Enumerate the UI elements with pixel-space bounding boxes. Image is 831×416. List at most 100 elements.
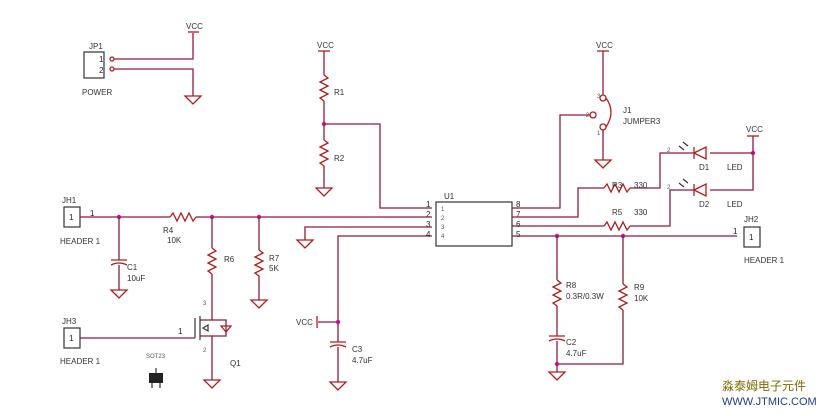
u1-body bbox=[435, 201, 513, 247]
u1-pin2: 2 bbox=[426, 210, 431, 219]
r9-label: R9 bbox=[634, 283, 645, 292]
u1-inner-pin1: 1 bbox=[441, 207, 445, 213]
r4-label: R4 bbox=[163, 226, 174, 235]
power-label: POWER bbox=[82, 88, 112, 97]
vcc-label-r1: VCC bbox=[317, 41, 334, 50]
u1-pin4: 4 bbox=[426, 230, 431, 239]
sot23-label: SOT23 bbox=[146, 354, 166, 360]
vcc-label-j1: VCC bbox=[596, 41, 613, 50]
jh2-label: JH2 bbox=[744, 215, 759, 224]
j1-jumper: 3 2 1 J1 JUMPER3 bbox=[586, 94, 661, 137]
vcc-symbol-jp1: VCC bbox=[186, 22, 203, 33]
r8-value: 0.3R/0.3W bbox=[566, 292, 604, 301]
r5-value: 330 bbox=[634, 208, 648, 217]
r3-label: R3 bbox=[612, 181, 623, 190]
d2-pin2: 2 bbox=[667, 185, 671, 191]
u1-pin8: 8 bbox=[516, 200, 521, 209]
r7-label: R7 bbox=[269, 254, 280, 263]
r1-label: R1 bbox=[334, 88, 345, 97]
c1-value: 10uF bbox=[127, 274, 145, 283]
c2-label: C2 bbox=[566, 338, 577, 347]
r7-resistor bbox=[253, 249, 265, 277]
jh3-label: JH3 bbox=[62, 317, 77, 326]
sot23-footprint: SOT23 bbox=[146, 354, 166, 388]
watermark-url: WWW.JTMIC.COM bbox=[722, 396, 817, 408]
u1-inner-pin3: 3 bbox=[441, 225, 445, 231]
ground-symbol-r7 bbox=[249, 299, 269, 309]
jh2-header-label: HEADER 1 bbox=[744, 256, 785, 265]
vcc-label-jp1: VCC bbox=[186, 22, 203, 31]
u1-pin6: 6 bbox=[516, 220, 521, 229]
j1-pin2: 2 bbox=[586, 113, 590, 119]
ground-symbol-jp1 bbox=[183, 95, 203, 105]
r2-resistor bbox=[318, 139, 330, 167]
c3-value: 4.7uF bbox=[352, 356, 373, 365]
vcc-label-c3: VCC bbox=[296, 318, 313, 327]
r4-resistor bbox=[169, 211, 197, 223]
vcc-symbol-r1: VCC bbox=[317, 41, 334, 52]
r8-label: R8 bbox=[566, 281, 577, 290]
jh2-pin: 1 bbox=[733, 227, 738, 236]
r5-resistor bbox=[603, 220, 631, 232]
jh3-header-label: HEADER 1 bbox=[60, 357, 101, 366]
j1-pin1: 1 bbox=[597, 131, 601, 137]
sot23-body bbox=[149, 373, 163, 383]
u1-pin1: 1 bbox=[426, 200, 431, 209]
jumper3-label: JUMPER3 bbox=[623, 117, 661, 126]
d1-led: 2 D1 LED bbox=[667, 141, 743, 172]
ground-symbol-c3 bbox=[328, 381, 348, 391]
jh1-label: JH1 bbox=[62, 196, 77, 205]
r8-resistor bbox=[551, 279, 563, 307]
q1-pin2: 2 bbox=[203, 348, 207, 354]
jh1-pin: 1 bbox=[90, 209, 95, 218]
jh1-header-label: HEADER 1 bbox=[60, 237, 101, 246]
d2-label: D2 bbox=[699, 200, 710, 209]
jh2-body bbox=[743, 226, 761, 248]
q1-mosfet: 3 2 Q1 bbox=[194, 301, 241, 380]
d1-label: D1 bbox=[699, 163, 710, 172]
c3-capacitor bbox=[329, 341, 347, 348]
u1-ic: U1 1 2 3 4 1 2 3 4 8 7 6 5 bbox=[426, 192, 521, 247]
d2-led: 2 D2 LED bbox=[667, 178, 743, 209]
vcc-symbol-led: VCC bbox=[746, 125, 763, 137]
jh1-header: JH1 1 1 HEADER 1 bbox=[60, 196, 101, 246]
d1-pin2: 2 bbox=[667, 148, 671, 154]
jh2-header: JH2 1 1 HEADER 1 bbox=[733, 215, 785, 265]
jp1-power-connector: 1 2 JP1 POWER bbox=[82, 33, 194, 97]
u1-inner-pin2: 2 bbox=[441, 216, 445, 222]
r5-label: R5 bbox=[612, 208, 623, 217]
r3-resistor bbox=[603, 182, 631, 194]
r9-value: 10K bbox=[634, 294, 649, 303]
r2-label: R2 bbox=[334, 154, 345, 163]
u1-label: U1 bbox=[444, 192, 455, 201]
r1-resistor bbox=[318, 74, 330, 102]
ground-symbol-c2 bbox=[547, 371, 567, 381]
r4-value: 10K bbox=[167, 236, 182, 245]
ground-symbol-j1 bbox=[593, 159, 613, 169]
jh1-inner-pin: 1 bbox=[69, 213, 74, 222]
d2-led-label: LED bbox=[727, 200, 743, 209]
jh3-pin: 1 bbox=[178, 327, 183, 336]
c1-capacitor bbox=[110, 259, 128, 266]
jp1-pin2-label: 2 bbox=[99, 66, 104, 75]
u1-inner-pin4: 4 bbox=[441, 234, 445, 240]
d1-led-label: LED bbox=[727, 163, 743, 172]
jp1-label: JP1 bbox=[89, 42, 103, 51]
q1-label: Q1 bbox=[230, 359, 241, 368]
r6-label: R6 bbox=[224, 255, 235, 264]
r6-resistor bbox=[206, 247, 218, 275]
ground-symbol-q1 bbox=[202, 379, 222, 389]
r7-value: 5K bbox=[269, 264, 279, 273]
jh2-inner-pin: 1 bbox=[749, 233, 754, 242]
ground-symbol-c1 bbox=[109, 289, 129, 299]
jp1-pin1-label: 1 bbox=[99, 55, 104, 64]
u1-pin7: 7 bbox=[516, 210, 521, 219]
c3-label: C3 bbox=[352, 345, 363, 354]
r9-resistor bbox=[617, 283, 629, 311]
vcc-label-led: VCC bbox=[746, 125, 763, 134]
j1-pin3: 3 bbox=[597, 94, 601, 100]
j1-label: J1 bbox=[623, 106, 632, 115]
c2-value: 4.7uF bbox=[566, 349, 587, 358]
